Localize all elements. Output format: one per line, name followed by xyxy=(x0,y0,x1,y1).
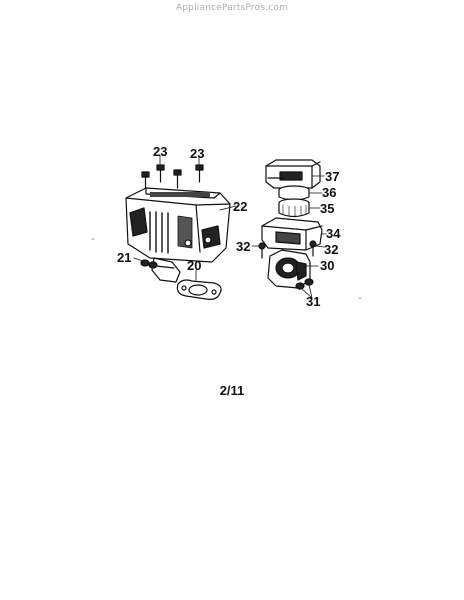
air-cleaner-cover-part-37 xyxy=(265,159,325,189)
bracket-part-30 xyxy=(267,249,319,289)
gasket-part-20 xyxy=(176,269,222,300)
air-cleaner-base-part-34 xyxy=(261,217,327,251)
callout-36: 36 xyxy=(322,185,336,200)
scan-specks xyxy=(91,238,362,299)
screw-part-32-right xyxy=(309,240,325,257)
muffler-outlet-pipe xyxy=(151,257,181,283)
pre-cleaner-part-36 xyxy=(278,185,323,201)
nut-part-31 xyxy=(295,278,314,299)
callout-30: 30 xyxy=(320,258,334,273)
muffler-part-22 xyxy=(125,187,237,263)
callout-34: 34 xyxy=(326,226,341,241)
watermark: AppliancePartsPros.com xyxy=(175,3,289,13)
callout-35: 35 xyxy=(320,201,334,216)
callout-20: 20 xyxy=(187,258,201,273)
callout-23-right: 23 xyxy=(190,146,204,161)
callout-21: 21 xyxy=(117,250,131,265)
page-number: 2/11 xyxy=(219,383,245,398)
callout-32-left: 32 xyxy=(236,239,250,254)
screw-part-32-left xyxy=(251,242,266,259)
callout-32-right: 32 xyxy=(324,242,338,257)
nut-part-21 xyxy=(133,257,158,269)
screw-part-23 xyxy=(141,154,204,189)
air-filter-part-35 xyxy=(278,198,321,218)
callout-37: 37 xyxy=(325,169,339,184)
callout-31: 31 xyxy=(306,294,320,309)
callout-23-left: 23 xyxy=(153,144,167,159)
callout-22: 22 xyxy=(233,199,247,214)
